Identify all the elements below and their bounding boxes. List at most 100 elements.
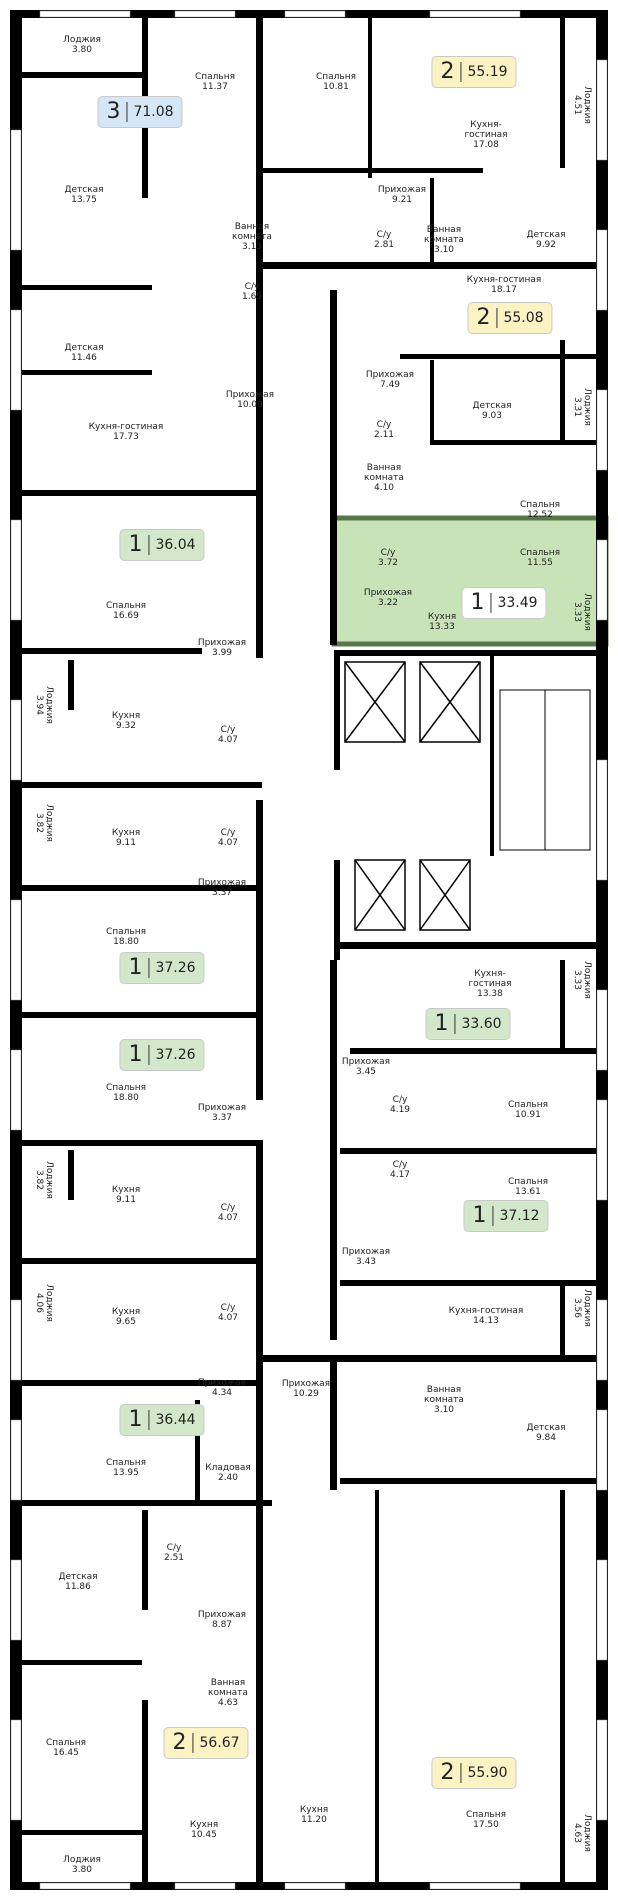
room-area: 4.51 (572, 94, 582, 116)
room-name: Ванная комната (364, 463, 404, 483)
room-count: 1 (128, 957, 150, 979)
room-name: Прихожая (197, 1610, 247, 1620)
room-area: 3.80 (71, 45, 93, 55)
room-area: 3.37 (211, 1113, 233, 1123)
room-name: Прихожая (377, 185, 427, 195)
room-area: 10.09 (237, 400, 263, 410)
room-count: 1 (472, 1205, 494, 1227)
apartment-area: 36.04 (155, 537, 196, 553)
room-count: 2 (476, 307, 498, 329)
room-area: 18.80 (113, 1093, 139, 1103)
room-area: 8.87 (211, 1620, 233, 1630)
room-name: Детская (64, 185, 104, 195)
room-area: 7.49 (379, 380, 401, 390)
room-name: С/у (166, 1543, 182, 1553)
room-name: Ванная комната (208, 1678, 248, 1698)
room-area: 4.34 (211, 1388, 233, 1398)
room-count: 2 (440, 61, 462, 83)
room-name: Спальня (105, 1083, 147, 1093)
room-count: 1 (434, 1013, 456, 1035)
room-name: Кухня (111, 711, 141, 721)
room-name: Спальня (194, 72, 236, 82)
room-name: Спальня (507, 1177, 549, 1187)
room-name: Прихожая (197, 1103, 247, 1113)
room-area: 13.33 (429, 622, 455, 632)
room-name: С/у (244, 282, 260, 292)
room-area: 3.22 (377, 598, 399, 608)
room-area: 3.33 (572, 601, 582, 623)
room-name: Лоджия (63, 35, 101, 45)
room-area: 16.69 (113, 611, 139, 621)
room-area: 10.45 (191, 1830, 217, 1840)
room-name: Прихожая (225, 390, 275, 400)
room-area: 4.19 (389, 1105, 411, 1115)
room-area: 3.72 (377, 558, 399, 568)
selected-apartment-highlight[interactable] (331, 515, 609, 647)
apartment-area: 37.26 (155, 1047, 196, 1063)
room-name: С/у (392, 1095, 408, 1105)
room-area: 3.13 (241, 242, 263, 252)
room-name: Спальня (465, 1810, 507, 1820)
room-name: Кухня (111, 1185, 141, 1195)
room-area: 11.55 (527, 558, 553, 568)
room-name: Спальня (45, 1738, 87, 1748)
room-name: С/у (380, 548, 396, 558)
room-area: 4.63 (217, 1698, 239, 1708)
windows (10, 10, 608, 1890)
room-name: Кладовая (205, 1463, 251, 1473)
room-area: 4.17 (389, 1170, 411, 1180)
room-name: Спальня (507, 1100, 549, 1110)
room-count: 1 (128, 1044, 150, 1066)
room-area: 4.07 (217, 1313, 239, 1323)
room-area: 12.52 (527, 510, 553, 520)
room-name: С/у (220, 1303, 236, 1313)
room-area: 3.56 (572, 1297, 582, 1319)
room-name: Кухня-гостиная (88, 422, 164, 432)
room-area: 9.11 (115, 838, 137, 848)
room-area: 9.92 (535, 240, 557, 250)
room-name: Кухня (427, 612, 457, 622)
room-count: 1 (128, 1409, 150, 1431)
room-area: 17.50 (473, 1820, 499, 1830)
elevator-shafts (344, 661, 481, 931)
room-area: 4.06 (34, 1292, 44, 1314)
room-name: С/у (376, 230, 392, 240)
room-area: 3.10 (433, 245, 455, 255)
